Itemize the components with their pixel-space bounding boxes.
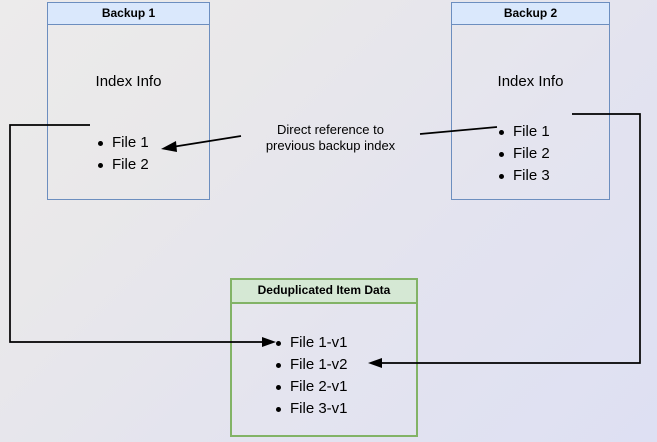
direct-reference-annotation: Direct reference to previous backup inde… (243, 122, 418, 154)
backup-1-body: Index Info File 1 File 2 (48, 25, 209, 199)
list-item: File 1-v1 (274, 332, 348, 354)
list-item: File 1 (96, 132, 149, 154)
annotation-line-1: Direct reference to (277, 122, 384, 137)
dedup-body: File 1-v1 File 1-v2 File 2-v1 File 3-v1 (232, 304, 416, 435)
list-item: File 2 (497, 143, 550, 165)
backup-2-index-title: Index Info (497, 73, 564, 90)
backup-1-index-title: Index Info (95, 73, 162, 90)
arrowhead-icon (262, 337, 276, 347)
deduplicated-item-data-box: Deduplicated Item Data File 1-v1 File 1-… (230, 278, 418, 437)
list-item: File 3-v1 (274, 398, 348, 420)
dedup-item-list: File 1-v1 File 1-v2 File 2-v1 File 3-v1 (274, 332, 348, 420)
list-item: File 1-v2 (274, 354, 348, 376)
dedup-header: Deduplicated Item Data (232, 280, 416, 304)
connector-backup1-file1-to-dedup-file1v1 (9, 124, 276, 347)
connector-backup2-file1-to-dedup-file1v2 (368, 113, 641, 368)
annotation-line-2: previous backup index (265, 138, 396, 153)
list-item: File 3 (497, 165, 550, 187)
backup-2-body: Index Info File 1 File 2 File 3 (452, 25, 609, 199)
list-item: File 1 (497, 121, 550, 143)
list-item: File 2-v1 (274, 376, 348, 398)
backup-1-header: Backup 1 (48, 3, 209, 25)
backup-2-file-list: File 1 File 2 File 3 (497, 121, 550, 187)
backup-2-header: Backup 2 (452, 3, 609, 25)
backup-1-box: Backup 1 Index Info File 1 File 2 (47, 2, 210, 200)
arrowhead-icon (368, 358, 382, 368)
connector-backup2-to-backup1-file2 (161, 126, 498, 152)
list-item: File 2 (96, 154, 149, 176)
arrowhead-icon (161, 141, 177, 152)
backup-2-box: Backup 2 Index Info File 1 File 2 File 3 (451, 2, 610, 200)
backup-1-file-list: File 1 File 2 (96, 132, 149, 176)
